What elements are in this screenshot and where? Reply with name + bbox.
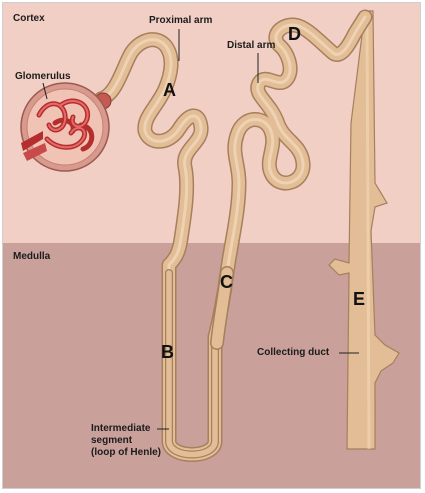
medulla-label: Medulla: [13, 251, 51, 262]
glomerulus-shape: [20, 82, 112, 172]
glomerulus-label: Glomerulus: [15, 71, 71, 82]
collecting-duct-shape: [328, 10, 400, 450]
leader-lines: [42, 29, 359, 430]
letter-c: C: [220, 272, 233, 292]
letter-b: B: [161, 342, 174, 362]
intermediate-segment-label-line1: Intermediate: [91, 423, 151, 434]
glomerulus-leader: [42, 82, 48, 100]
letter-e: E: [353, 289, 366, 309]
letter-d: D: [288, 24, 301, 44]
intermediate-segment-label-line3: (loop of Henle): [91, 447, 161, 458]
letter-a: A: [163, 80, 176, 100]
nephron-diagram: Cortex Medulla Proximal arm Distal arm G…: [2, 2, 421, 489]
distal-arm-label: Distal arm: [227, 40, 276, 51]
nephron-tubule: [93, 9, 373, 462]
nephron-illustration: [20, 9, 400, 462]
proximal-arm-label: Proximal arm: [149, 15, 213, 26]
intermediate-segment-label-line2: segment: [91, 435, 133, 446]
collecting-duct-label: Collecting duct: [257, 347, 330, 358]
cortex-label: Cortex: [13, 13, 45, 24]
